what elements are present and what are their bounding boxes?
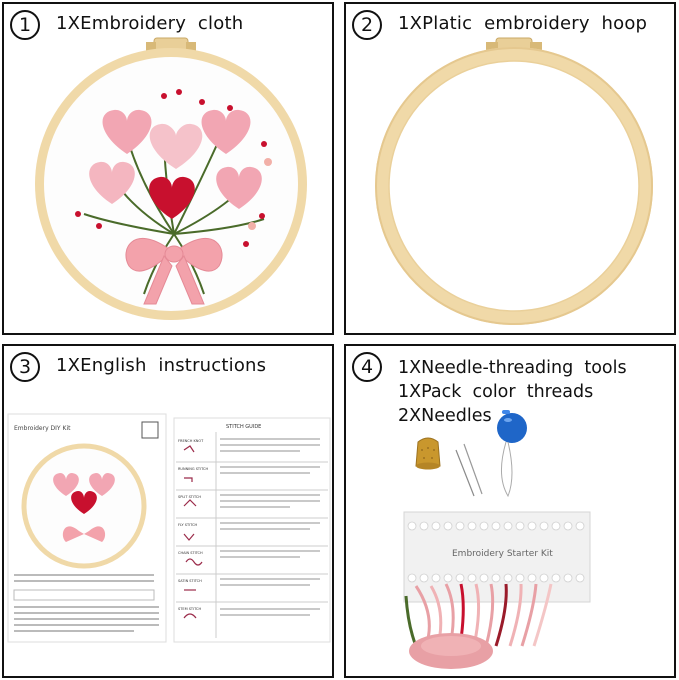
panel-title-line: 1XPack color threads <box>398 382 594 402</box>
stitch-label: SATIN STITCH <box>178 579 202 583</box>
starter-kit-label: Embroidery Starter Kit <box>452 549 553 559</box>
step-number-badge: 1 <box>10 10 40 40</box>
stitch-label: FRENCH KNOT <box>178 439 204 443</box>
panel-title: 1XNeedle-threading tools 1XPack color th… <box>398 356 627 428</box>
instruction-booklet-image: Embroidery DIY Kit STITCH GUIDE FRENCH K… <box>7 413 331 643</box>
embroidery-hoop-image <box>35 37 307 320</box>
panel-title: 1XPlatic embroidery hoop <box>398 13 648 34</box>
step-number-badge: 4 <box>352 352 382 382</box>
stitch-guide-title: STITCH GUIDE <box>226 424 261 430</box>
booklet-cover-title: Embroidery DIY Kit <box>14 425 71 432</box>
step-number-badge: 3 <box>10 352 40 382</box>
panel-plastic-hoop: 2 1XPlatic embroidery hoop <box>344 2 676 335</box>
stitch-label: RUNNING STITCH <box>178 467 208 471</box>
stitch-label: FLY STITCH <box>178 523 198 527</box>
panel-title: 1XEmbroidery cloth <box>56 13 244 34</box>
panel-english-instructions: 3 1XEnglish instructions Embroidery DIY … <box>2 344 334 678</box>
panel-title-line: 2XNeedles <box>398 406 492 426</box>
stitch-label: STEM STITCH <box>178 607 201 611</box>
plastic-hoop-image <box>375 37 653 325</box>
needle-icon <box>463 443 483 495</box>
panel-title: 1XEnglish instructions <box>56 355 267 376</box>
step-number-badge: 2 <box>352 10 382 40</box>
needle-icon <box>455 449 475 497</box>
stitch-label: CHAIN STITCH <box>178 551 203 555</box>
panel-tools-threads-needles: 4 1XNeedle-threading tools 1XPack color … <box>344 344 676 678</box>
panel-title-line: 1XNeedle-threading tools <box>398 358 627 378</box>
thimble-icon <box>415 437 441 470</box>
stitch-label: SPLIT STITCH <box>178 495 201 499</box>
tools-and-threads-image: Embroidery Starter Kit <box>403 410 591 669</box>
panel-embroidery-cloth: 1 1XEmbroidery cloth <box>2 2 334 335</box>
needle-threader-icon <box>497 410 527 498</box>
